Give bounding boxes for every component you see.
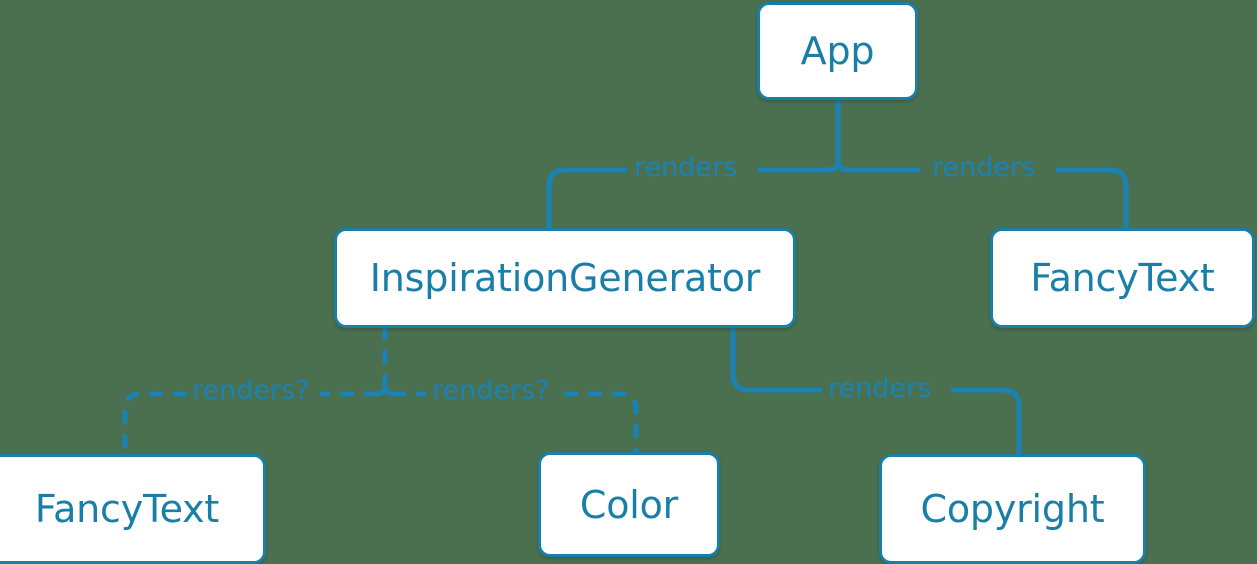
edge-inspirationgenerator-to-fancytext-left-tail (122, 391, 188, 457)
node-inspiration-generator-label: InspirationGenerator (369, 256, 761, 300)
edge-app-to-inspirationgenerator-tail (546, 167, 628, 231)
edge-inspirationgenerator-to-copyright-tail (950, 387, 1022, 457)
node-app[interactable]: App (757, 2, 918, 100)
edge-app-to-fancytext-right-tail (1055, 167, 1129, 231)
edge-label-inspirationgenerator-to-copyright: renders (828, 373, 932, 404)
node-fancytext-left[interactable]: FancyText (0, 454, 266, 564)
edge-label-app-to-inspirationgenerator: renders (634, 152, 738, 183)
node-color-label: Color (579, 482, 679, 527)
edge-inspirationgenerator-to-color-tail (563, 391, 639, 455)
node-copyright[interactable]: Copyright (879, 454, 1146, 564)
node-fancytext-right-label: FancyText (1030, 256, 1215, 300)
edge-label-inspirationgenerator-to-color: renders? (432, 375, 550, 406)
node-copyright-label: Copyright (920, 487, 1105, 531)
edge-label-inspirationgenerator-to-fancytext-left: renders? (192, 375, 310, 406)
node-fancytext-left-label: FancyText (34, 487, 220, 531)
edge-inspirationgenerator-to-copyright-head (730, 325, 823, 393)
node-app-label: App (800, 29, 875, 73)
node-color[interactable]: Color (538, 452, 720, 557)
node-inspiration-generator[interactable]: InspirationGenerator (334, 228, 796, 328)
node-fancytext-right[interactable]: FancyText (990, 228, 1255, 328)
edge-label-app-to-fancytext-right: renders (932, 152, 1036, 183)
